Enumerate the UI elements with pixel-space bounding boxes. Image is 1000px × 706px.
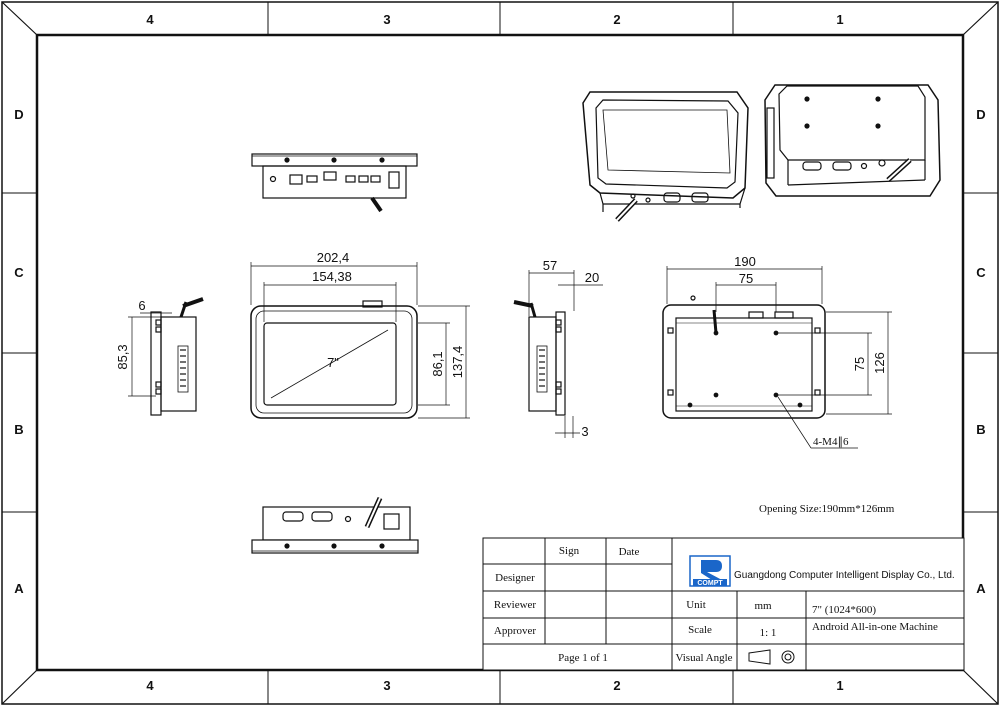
perspective-front-view	[582, 91, 749, 222]
left-side-dimension-lines	[128, 312, 172, 397]
back-hole-height-label: 75	[852, 357, 867, 371]
visual-angle-label: Visual Angle	[675, 652, 732, 664]
front-view	[250, 300, 418, 419]
bottom-view	[251, 496, 419, 554]
scale-value: 1: 1	[760, 627, 777, 639]
right-side-bezel-label: 20	[585, 270, 599, 285]
company-name: Guangdong Computer Intelligent Display C…	[734, 570, 955, 581]
sign-header: Sign	[559, 545, 580, 557]
front-width-outer-label: 202,4	[317, 250, 350, 265]
row-label-left: A	[14, 581, 24, 596]
title-block	[482, 537, 965, 671]
right-side-view	[513, 300, 566, 416]
row-label-left: C	[14, 265, 24, 280]
scale-label: Scale	[688, 624, 712, 636]
company-logo: COMPT	[689, 555, 731, 587]
column-label-top: 2	[613, 12, 620, 27]
back-hole-width-label: 75	[739, 271, 753, 286]
back-height-label: 126	[872, 352, 887, 374]
top-view	[251, 153, 418, 213]
reviewer-label: Reviewer	[494, 599, 536, 611]
projection-symbol-icon	[748, 649, 795, 665]
approver-label: Approver	[494, 625, 536, 637]
row-label-left: D	[14, 107, 23, 122]
left-side-view	[150, 297, 204, 416]
column-label-bottom: 2	[613, 678, 620, 693]
product-line-1: 7" (1024*600)	[812, 604, 876, 616]
front-dimension-lines	[250, 262, 470, 419]
designer-label: Designer	[495, 572, 535, 584]
column-label-bottom: 3	[383, 678, 390, 693]
perspective-back-view	[764, 84, 941, 197]
unit-value: mm	[754, 600, 772, 612]
row-label-left: B	[14, 422, 23, 437]
front-height-outer-label: 137,4	[450, 346, 465, 379]
opening-size-note: Opening Size:190mm*126mm	[759, 503, 895, 515]
right-side-bottom-label: 3	[581, 424, 588, 439]
back-width-label: 190	[734, 254, 756, 269]
column-label-bottom: 1	[836, 678, 843, 693]
column-label-bottom: 4	[146, 678, 154, 693]
column-label-top: 3	[383, 12, 390, 27]
row-label-right: A	[976, 581, 986, 596]
logo-wordmark: COMPT	[697, 580, 723, 587]
right-side-dimension-lines	[528, 270, 603, 438]
screw-note: 4-M4∥6	[813, 436, 849, 448]
row-label-right: C	[976, 265, 986, 280]
unit-label: Unit	[686, 599, 706, 611]
back-dimension-lines	[666, 266, 892, 449]
back-view	[662, 295, 826, 419]
product-line-2: Android All-in-one Machine	[812, 621, 938, 633]
row-label-right: D	[976, 107, 985, 122]
right-side-depth-label: 57	[543, 258, 557, 273]
screen-size-label: 7"	[327, 355, 339, 370]
column-label-top: 4	[146, 12, 154, 27]
date-header: Date	[619, 546, 640, 558]
left-side-height-label: 85,3	[115, 344, 130, 369]
front-height-inner-label: 86,1	[430, 351, 445, 376]
column-label-top: 1	[836, 12, 843, 27]
row-label-right: B	[976, 422, 985, 437]
front-width-inner-label: 154,38	[312, 269, 352, 284]
left-side-depth-label: 6	[138, 298, 145, 313]
page-label: Page 1 of 1	[558, 652, 608, 664]
